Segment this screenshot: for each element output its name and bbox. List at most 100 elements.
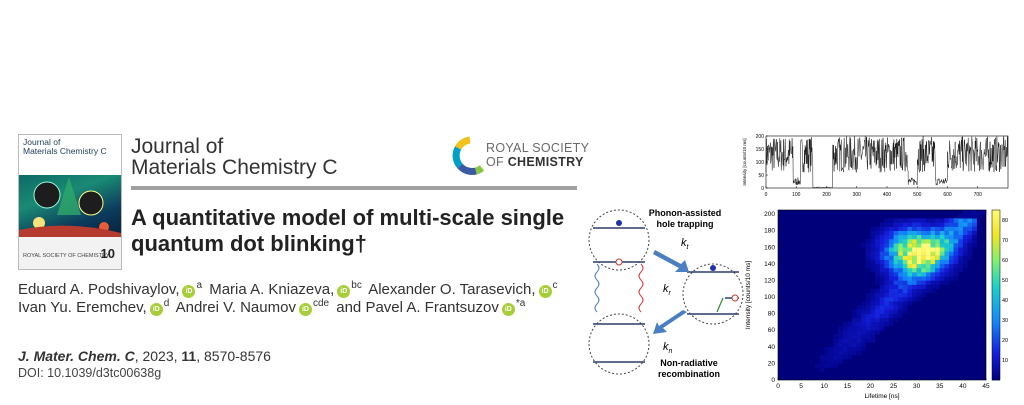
heatmap-cell bbox=[930, 226, 936, 231]
heatmap-cell bbox=[888, 313, 894, 319]
trace-xtick-label: 500 bbox=[913, 192, 922, 198]
heatmap-cell bbox=[875, 292, 880, 298]
journal-cover-thumbnail[interactable]: Journal of Materials Chemistry C ROYAL S… bbox=[18, 134, 122, 270]
heatmap-cell bbox=[907, 255, 913, 260]
author-name[interactable]: Alexander O. Tarasevich, bbox=[368, 281, 536, 298]
heatmap-cell bbox=[838, 342, 843, 348]
heatmap-cell bbox=[916, 292, 922, 298]
heatmap-cell bbox=[884, 259, 890, 265]
author-name[interactable]: Andrei V. Naumov bbox=[175, 299, 296, 316]
heatmap-cell bbox=[976, 214, 982, 219]
heatmap-cell bbox=[944, 272, 950, 277]
heatmap-cell bbox=[953, 243, 959, 248]
heatmap-cell bbox=[958, 234, 964, 240]
heatmap-cell bbox=[907, 297, 913, 302]
heatmap-cell bbox=[888, 309, 894, 314]
heatmap-cell bbox=[884, 226, 890, 231]
heatmap-cell bbox=[861, 330, 867, 335]
heatmap-cell bbox=[925, 247, 931, 252]
heatmap-cell bbox=[958, 247, 964, 252]
heatmap-cell bbox=[902, 297, 908, 302]
heatmap-cell bbox=[879, 288, 885, 294]
heatmap-cell bbox=[865, 326, 871, 331]
affiliation-mark: cde bbox=[312, 298, 330, 309]
heatmap-cell bbox=[972, 234, 977, 240]
heatmap-cell bbox=[870, 239, 876, 244]
heatmap-cell bbox=[902, 301, 908, 306]
heatmap-cell bbox=[949, 263, 954, 269]
affiliation-mark: c bbox=[552, 280, 558, 291]
heatmap-ytick-label: 20 bbox=[768, 360, 776, 367]
colorbar-segment bbox=[992, 272, 1000, 275]
colorbar-tick-label: 80 bbox=[1002, 218, 1008, 224]
journal-name: Journal of Materials Chemistry C bbox=[131, 136, 338, 178]
heatmap-cell bbox=[865, 263, 871, 269]
heatmap-cell bbox=[847, 321, 853, 327]
orcid-icon[interactable]: iD bbox=[501, 303, 515, 316]
heatmap-cell bbox=[861, 338, 867, 343]
rsc-logo-icon bbox=[452, 136, 485, 175]
heatmap-cell bbox=[870, 259, 876, 265]
heatmap-cell bbox=[939, 247, 945, 252]
heatmap-cell bbox=[902, 292, 908, 298]
heatmap-cell bbox=[953, 276, 959, 281]
article-title[interactable]: A quantitative model of multi-scale sing… bbox=[131, 205, 591, 257]
heatmap-cell bbox=[824, 346, 830, 352]
heatmap-xtick-label: 35 bbox=[936, 383, 944, 390]
colorbar-segment bbox=[992, 248, 1000, 251]
orcid-icon[interactable]: iD bbox=[149, 303, 163, 316]
colorbar-segment bbox=[992, 314, 1000, 317]
orcid-icon[interactable]: iD bbox=[538, 285, 552, 298]
heatmap-cell bbox=[925, 259, 931, 265]
heatmap-cell bbox=[972, 210, 977, 215]
colorbar-segment bbox=[992, 284, 1000, 287]
author-name[interactable]: Ivan Yu. Eremchev, bbox=[18, 299, 147, 316]
heatmap-cell bbox=[962, 247, 968, 252]
heatmap-cell bbox=[856, 309, 862, 314]
heatmap-cell bbox=[898, 234, 903, 240]
heatmap-cell bbox=[912, 243, 917, 248]
heatmap-cell bbox=[925, 230, 931, 236]
heatmap-cell bbox=[828, 355, 834, 360]
colorbar-segment bbox=[992, 210, 1000, 213]
heatmap-cell bbox=[949, 218, 954, 223]
heatmap-cell bbox=[861, 321, 867, 327]
author-name[interactable]: Eduard A. Podshivaylov, bbox=[18, 281, 180, 298]
heatmap-cell bbox=[838, 350, 843, 356]
heatmap-cell bbox=[916, 230, 922, 236]
colorbar-segment bbox=[992, 238, 1000, 241]
heatmap-cell bbox=[902, 276, 908, 281]
citation-journal[interactable]: J. Mater. Chem. C bbox=[18, 348, 135, 364]
heatmap-cell bbox=[930, 234, 936, 240]
orcid-icon[interactable]: iD bbox=[298, 303, 312, 316]
heatmap-cell bbox=[907, 234, 913, 240]
colorbar-segment bbox=[992, 292, 1000, 295]
heatmap-cell bbox=[930, 272, 936, 277]
heatmap-cell bbox=[884, 255, 890, 260]
author-name[interactable]: Maria A. Kniazeva, bbox=[209, 281, 335, 298]
heatmap-cell bbox=[962, 226, 968, 231]
heatmap-cell bbox=[893, 284, 899, 289]
doi-link[interactable]: DOI: 10.1039/d3tc00638g bbox=[18, 366, 162, 380]
heatmap-cell bbox=[907, 280, 913, 285]
heatmap-cell bbox=[888, 234, 894, 240]
heatmap-cell bbox=[898, 280, 903, 285]
author-name[interactable]: Pavel A. Frantsuzov bbox=[365, 299, 499, 316]
heatmap-cell bbox=[944, 263, 950, 269]
heatmap-cell bbox=[893, 297, 899, 302]
heatmap-cell bbox=[898, 251, 903, 256]
colorbar-segment bbox=[992, 354, 1000, 357]
heatmap-cell bbox=[884, 222, 890, 227]
trace-xtick-label: 600 bbox=[943, 192, 952, 198]
heatmap-cell bbox=[935, 263, 940, 269]
orcid-icon[interactable]: iD bbox=[337, 285, 351, 298]
heatmap-cell bbox=[907, 222, 913, 227]
heatmap-cell bbox=[828, 350, 834, 356]
orcid-icon[interactable]: iD bbox=[182, 285, 196, 298]
colorbar-segment bbox=[992, 330, 1000, 333]
heatmap-cell bbox=[953, 218, 959, 223]
colorbar-segment bbox=[992, 262, 1000, 265]
heatmap-cell bbox=[916, 251, 922, 256]
heatmap-cell bbox=[888, 218, 894, 223]
heatmap-cell bbox=[898, 305, 903, 310]
